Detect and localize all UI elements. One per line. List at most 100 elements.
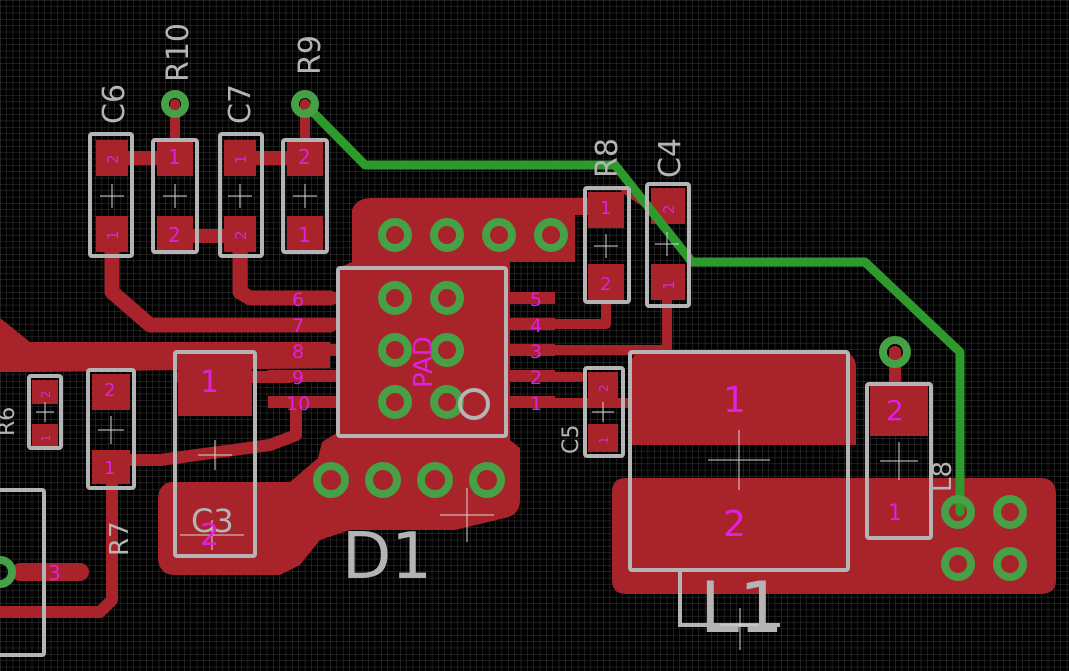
r9-label: R9 [293,35,328,75]
u-pin-6[interactable] [268,292,338,304]
u-thermal-via-2[interactable] [430,281,464,315]
u-pin-5[interactable] [505,292,555,304]
u-pin-9[interactable] [268,370,338,382]
c4-label: C4 [653,138,688,178]
u-pin1-marker [458,388,490,420]
u-pin-10[interactable] [268,396,338,408]
via-r9[interactable] [291,90,319,118]
d1-pad-3[interactable] [417,462,453,498]
u-pin-9-num: 9 [292,367,304,389]
header-pad-4[interactable] [993,547,1027,581]
c4-pad1-num: 1 [660,280,678,290]
r8-outline [583,186,631,304]
tht-top-4[interactable] [534,218,568,252]
via-r10[interactable] [161,90,189,118]
tht-top-3[interactable] [482,218,516,252]
r6-pad-1[interactable] [32,424,58,446]
u-thermal-via-5[interactable] [378,385,412,419]
l8-label: L8 [928,461,958,492]
u-pin-10-num: 10 [286,393,310,415]
u-thermal-via-4[interactable] [430,333,464,367]
vias-and-through-holes [0,90,1027,588]
r10-pad-1[interactable] [157,140,193,176]
d1-pad-4[interactable] [469,462,505,498]
r6-origin [36,402,54,422]
c7-pad1-num: 1 [232,154,250,164]
u-outline [336,266,508,438]
u-pad-label: PAD [409,336,439,388]
c4-outline [645,182,691,308]
r7-outline [86,368,136,490]
u-pin-8[interactable] [268,344,338,356]
l8-pad-1[interactable] [870,488,928,534]
r10-pad-2[interactable] [157,216,193,252]
l1-pad2-num: 2 [723,504,746,545]
trace-c6-pin6 [104,242,338,333]
l8-pad2-num: 2 [886,394,904,427]
r9-pad-1[interactable] [287,216,323,252]
u-pin-7[interactable] [268,318,338,330]
c5-outline [583,366,625,458]
r8-pad-1[interactable] [588,192,624,228]
c3-pad-1[interactable] [178,356,252,416]
c5-pad-2[interactable] [588,372,618,400]
c6-pad2-num: 2 [104,154,122,164]
c7-pad-2[interactable] [224,216,256,252]
pad-numbers: 2 1 1 2 1 2 2 1 1 2 2 1 2 1 2 1 2 1 1 2 … [39,145,904,585]
r6-label: R6 [0,407,20,436]
r10-pad1-num: 1 [168,145,181,169]
r9-pad-2[interactable] [287,140,323,176]
l8-pad1-num: 1 [888,501,902,526]
c4-origin [655,232,679,256]
c3-origin [198,440,232,470]
c7-pad-1[interactable] [224,140,256,176]
trace-pin10-r7 [106,404,302,466]
u-pin-4[interactable] [505,318,555,330]
r9-pad2-num: 2 [298,145,311,169]
u-thermal-via-1[interactable] [378,281,412,315]
d1-label: D1 [342,520,432,594]
bottom-trace-r9-l8[interactable] [300,99,965,517]
r7-pad-2[interactable] [92,374,130,410]
header-pad-1[interactable] [941,495,975,529]
r8-origin [594,234,618,258]
c5-pad-1[interactable] [588,424,618,452]
l1-name-origin [720,608,760,650]
l8-pad-2[interactable] [870,386,928,436]
tht-top-1[interactable] [378,218,412,252]
c6-origin [100,184,124,208]
r8-pad-2[interactable] [588,264,624,300]
c4-pad-1[interactable] [651,264,685,300]
q-pad[interactable] [0,556,16,588]
c5-label: C5 [559,425,584,454]
tht-top-2[interactable] [430,218,464,252]
header-pad-2[interactable] [993,495,1027,529]
header-pad-3[interactable] [941,547,975,581]
l1-pad1-num: 1 [723,380,746,421]
u-pin-1[interactable] [505,396,555,408]
d1-pad-1[interactable] [313,462,349,498]
via-r9-hole [300,99,310,109]
c6-pad-2[interactable] [96,140,128,176]
smd-pads [32,140,928,554]
d1-pad-2[interactable] [365,462,401,498]
r10-label: R10 [161,23,196,82]
l8-outline [865,382,933,540]
via-l8[interactable] [879,336,911,368]
u-pin-3[interactable] [505,344,555,356]
c4-pad2-num: 2 [660,204,678,214]
c3-pad-2[interactable] [178,498,252,554]
c6-pad-1[interactable] [96,216,128,252]
silkscreen-layer [0,132,933,657]
u-thermal-via-3[interactable] [378,333,412,367]
r6-pad-2[interactable] [32,380,58,404]
trace-r7-q [0,474,118,618]
r8-pad1-num: 1 [600,198,611,219]
u-pin-2[interactable] [505,370,555,382]
u-pin-3-num: 3 [530,341,542,363]
r7-origin [98,416,124,444]
r8-label: R8 [590,138,625,178]
c6-pad1-num: 1 [104,230,122,240]
r7-pad-1[interactable] [92,450,130,484]
